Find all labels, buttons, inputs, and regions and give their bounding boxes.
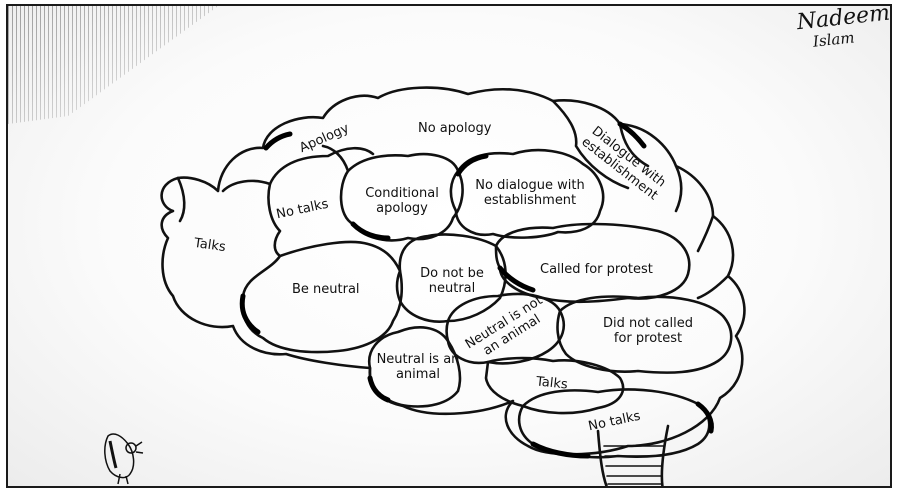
region-label-no-dialogue-with-establishment: No dialogue with establishment <box>475 178 585 208</box>
lobe-called-protest <box>494 222 691 304</box>
lobe-talks-bottom <box>484 356 625 415</box>
lobe-neutral-animal <box>367 326 462 408</box>
lobe-did-not-called <box>556 295 733 374</box>
brain-stem <box>596 424 670 486</box>
cartoon-frame: Apology No apology Dialogue with establi… <box>6 4 892 488</box>
region-label-did-not-called-for-protest: Did not called for protest <box>602 316 694 346</box>
mascot-doodle <box>104 433 144 485</box>
lobe-do-not-be-neutral <box>395 233 507 323</box>
brain-outline <box>160 86 746 456</box>
region-label-conditional-apology: Conditional apology <box>365 186 439 216</box>
region-label-called-for-protest: Called for protest <box>540 262 653 277</box>
region-label-neutral-is-an-animal: Neutral is an animal <box>376 352 460 382</box>
region-label-be-neutral: Be neutral <box>292 282 360 297</box>
region-label-do-not-be-neutral: Do not be neutral <box>420 266 484 296</box>
region-label-talks-bottom: Talks <box>535 374 569 393</box>
lobe-nodialogue <box>449 148 605 239</box>
region-label-no-apology: No apology <box>418 121 492 136</box>
hatched-corner <box>8 6 218 124</box>
brain-drawing <box>160 86 746 486</box>
